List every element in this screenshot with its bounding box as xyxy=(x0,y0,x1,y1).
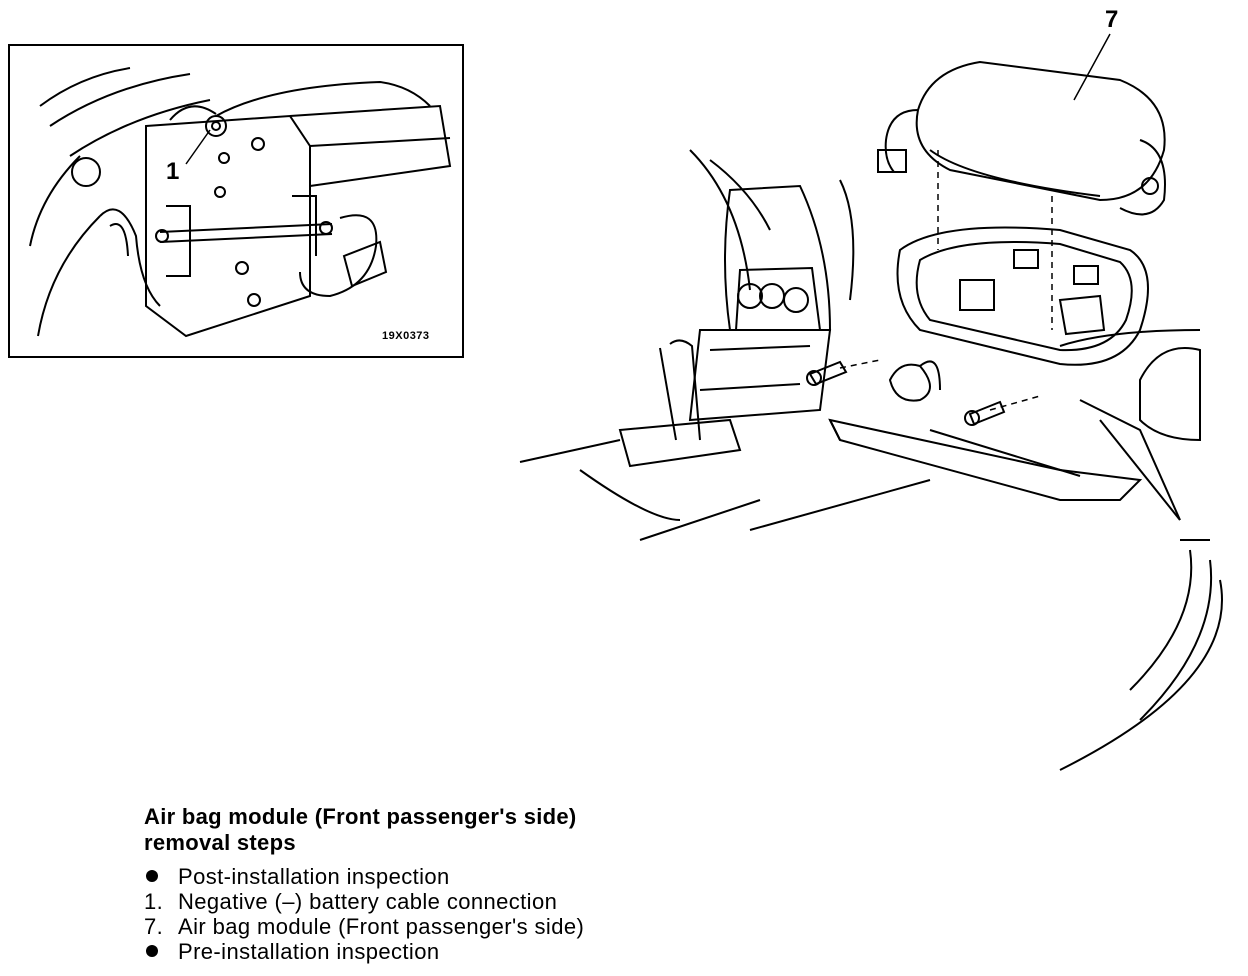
step-number: 7. xyxy=(144,914,164,939)
bullet-icon xyxy=(146,945,158,957)
steps-title-line2: removal steps xyxy=(144,830,296,855)
callout-7-label: 7 xyxy=(1105,6,1119,33)
step-item: Pre-installation inspection xyxy=(144,939,764,964)
battery-detail-drawing xyxy=(29,67,452,338)
step-text: Pre-installation inspection xyxy=(178,939,440,964)
step-item: Post-installation inspection xyxy=(144,864,764,889)
step-item: 7. Air bag module (Front passenger's side… xyxy=(144,914,764,939)
figure-code: 19X0373 xyxy=(382,330,430,342)
step-text: Negative (–) battery cable connection xyxy=(178,889,558,914)
step-number: 1. xyxy=(144,889,164,914)
callout-1-label: 1 xyxy=(166,158,180,185)
dashboard-airbag-drawing xyxy=(519,60,1223,771)
step-text: Post-installation inspection xyxy=(178,864,450,889)
battery-detail-inset: 1 19X0373 xyxy=(8,44,464,358)
step-item: 1. Negative (–) battery cable connection xyxy=(144,889,764,914)
removal-steps: Air bag module (Front passenger's side) … xyxy=(144,804,764,964)
steps-title: Air bag module (Front passenger's side) … xyxy=(144,804,764,856)
step-text: Air bag module (Front passenger's side) xyxy=(178,914,585,939)
steps-list: Post-installation inspection 1. Negative … xyxy=(144,864,764,964)
bullet-icon xyxy=(146,870,158,882)
steps-title-line1: Air bag module (Front passenger's side) xyxy=(144,804,577,829)
